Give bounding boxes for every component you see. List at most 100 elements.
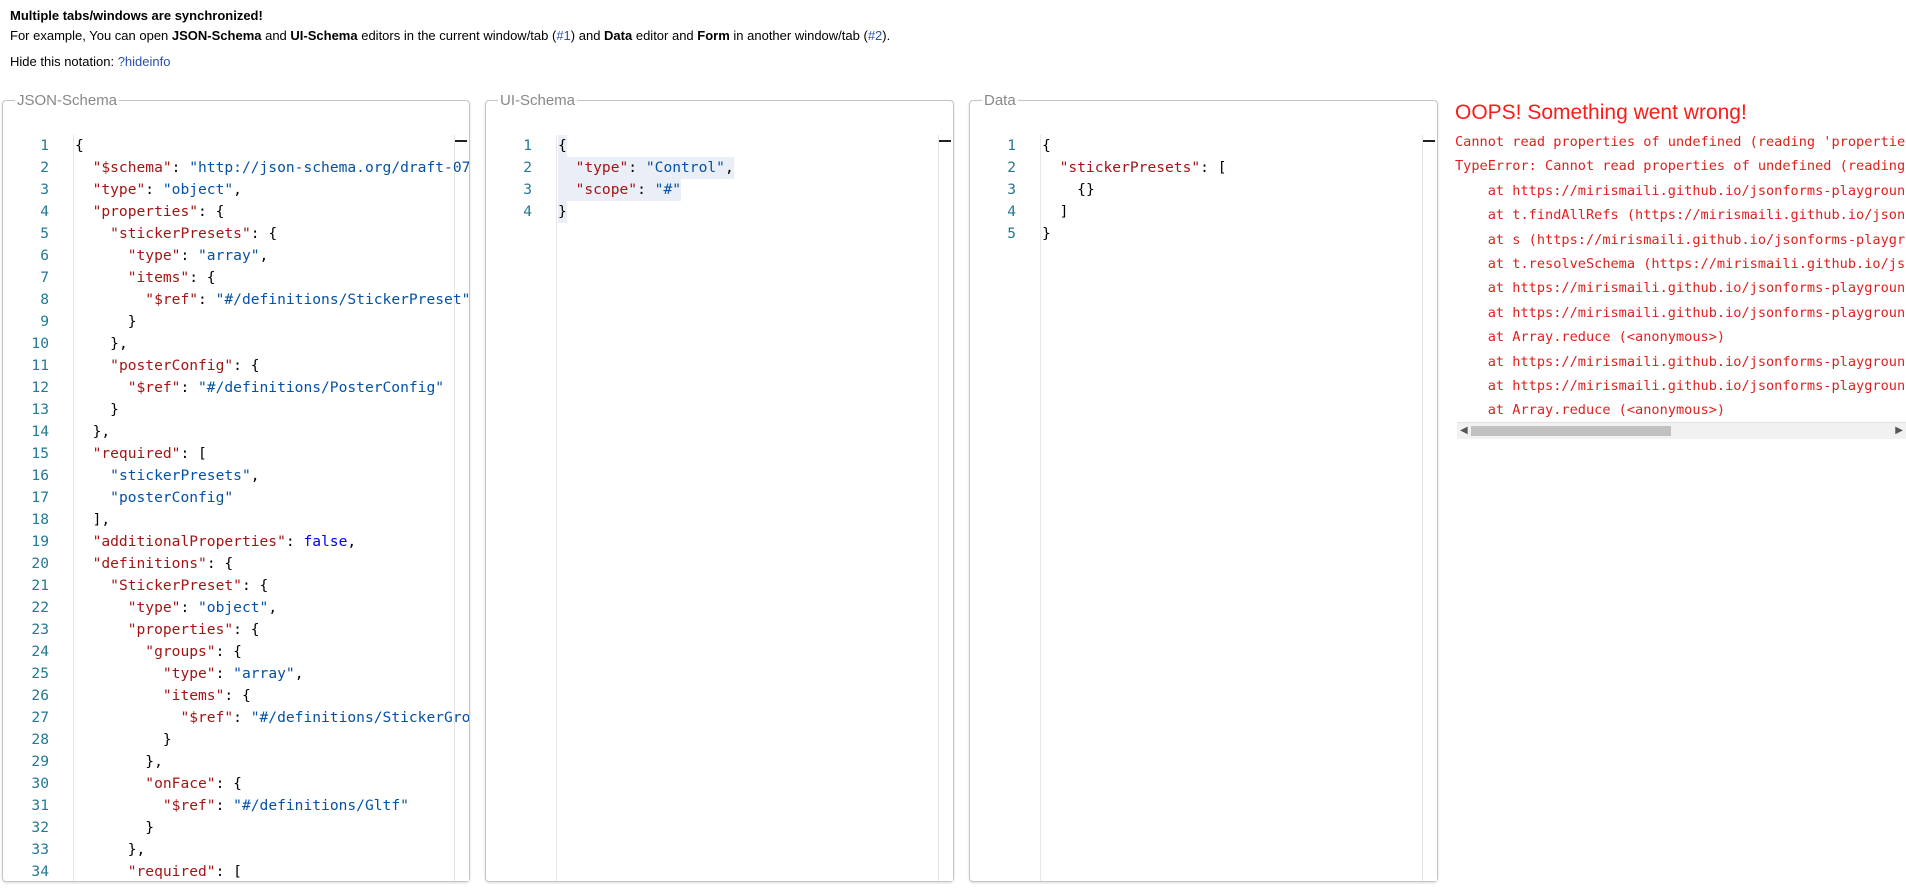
code-text: "additionalProperties": false,: [92, 533, 357, 550]
code-text: ],: [92, 511, 111, 528]
code-text: "items": {: [162, 687, 251, 704]
code-text: "$ref": "#/definitions/StickerPreset": [145, 291, 469, 308]
code-line: 4}: [486, 201, 939, 223]
ui-schema-legend: UI-Schema: [500, 92, 576, 109]
code-line: 33 },: [3, 839, 455, 861]
code-line: 10 },: [3, 333, 455, 355]
code-line: 1{: [970, 135, 1423, 157]
code-line: 17 "posterConfig": [3, 487, 455, 509]
code-text: "stickerPresets": [: [1059, 159, 1227, 176]
code-line: 11 "posterConfig": {: [3, 355, 455, 377]
line-number: 8: [40, 291, 49, 308]
line-number: 12: [31, 379, 49, 396]
ui-schema-editor[interactable]: 1{2 "type": "Control",3 "scope": "#"4}: [486, 135, 953, 881]
error-horizontal-scrollbar[interactable]: ◀ ▶: [1457, 422, 1906, 439]
code-line: 2 "type": "Control",: [486, 157, 939, 179]
code-line: 30 "onFace": {: [3, 773, 455, 795]
gutter-divider: [73, 135, 74, 881]
code-text: ]: [1059, 203, 1069, 220]
code-line: 20 "definitions": {: [3, 553, 455, 575]
code-text: "type": "Control",: [558, 157, 734, 179]
line-number: 7: [40, 269, 49, 286]
cursor-mark: [1423, 140, 1435, 142]
code-line: 16 "stickerPresets",: [3, 465, 455, 487]
code-text: {: [1042, 137, 1051, 154]
line-number: 6: [40, 247, 49, 264]
code-text: "definitions": {: [92, 555, 234, 572]
line-number: 34: [31, 863, 49, 880]
code-text: "properties": {: [92, 203, 225, 220]
code-line: 4 "properties": {: [3, 201, 455, 223]
cursor-mark: [939, 140, 951, 142]
info-example: For example, You can open JSON-Schema an…: [10, 28, 891, 43]
json-schema-editor[interactable]: 1{2 "$schema": "http://json-schema.org/d…: [3, 135, 469, 881]
line-number: 1: [1007, 137, 1016, 154]
line-number: 4: [40, 203, 49, 220]
code-text: },: [127, 841, 146, 858]
code-line: 12 "$ref": "#/definitions/PosterConfig": [3, 377, 455, 399]
line-number: 21: [31, 577, 49, 594]
line-number: 15: [31, 445, 49, 462]
code-line: 6 "type": "array",: [3, 245, 455, 267]
line-number: 3: [40, 181, 49, 198]
data-panel: Data 1{2 "stickerPresets": [3 {}4 ]5}: [969, 92, 1438, 882]
tab-link-2[interactable]: #2: [867, 28, 883, 43]
tab-link-1[interactable]: #1: [556, 28, 571, 43]
line-number: 16: [31, 467, 49, 484]
line-number: 5: [1007, 225, 1016, 242]
code-text: },: [110, 335, 128, 352]
code-text: "$ref": "#/definitions/PosterConfig": [127, 379, 445, 396]
code-line: 3 "type": "object",: [3, 179, 455, 201]
code-text: "$ref": "#/definitions/Gltf": [162, 797, 409, 814]
scroll-thumb[interactable]: [1471, 426, 1671, 436]
line-number: 11: [31, 357, 49, 374]
line-number: 10: [31, 335, 49, 352]
hide-info-row: Hide this notation: ?hideinfo: [10, 54, 171, 69]
line-number: 2: [1007, 159, 1016, 176]
info-title: Multiple tabs/windows are synchronized!: [10, 8, 263, 23]
code-line: 22 "type": "object",: [3, 597, 455, 619]
code-text: }: [145, 819, 155, 836]
code-text: "type": "array",: [127, 247, 269, 264]
editor-scrollbar[interactable]: [1422, 135, 1437, 881]
line-number: 22: [31, 599, 49, 616]
cursor-mark: [455, 140, 467, 142]
code-text: "posterConfig": {: [110, 357, 260, 374]
gutter-divider: [1040, 135, 1041, 881]
code-line: 15 "required": [: [3, 443, 455, 465]
code-text: "type": "array",: [162, 665, 304, 682]
code-line: 24 "groups": {: [3, 641, 455, 663]
code-text: }: [127, 313, 137, 330]
code-text: }: [162, 731, 172, 748]
line-number: 20: [31, 555, 49, 572]
code-line: 8 "$ref": "#/definitions/StickerPreset": [3, 289, 469, 311]
scroll-right-icon[interactable]: ▶: [1895, 425, 1903, 436]
editor-scrollbar[interactable]: [938, 135, 953, 881]
line-number: 3: [523, 181, 532, 198]
code-line: 26 "items": {: [3, 685, 455, 707]
editor-scrollbar[interactable]: [454, 135, 469, 881]
code-line: 28 }: [3, 729, 455, 751]
code-line: 19 "additionalProperties": false,: [3, 531, 455, 553]
hide-info-link[interactable]: ?hideinfo: [117, 54, 171, 69]
line-number: 31: [31, 797, 49, 814]
line-number: 14: [31, 423, 49, 440]
json-schema-legend: JSON-Schema: [17, 92, 118, 109]
code-text: "groups": {: [145, 643, 242, 660]
line-number: 5: [40, 225, 49, 242]
code-text: "type": "object",: [92, 181, 242, 198]
code-line: 3 "scope": "#": [486, 179, 939, 201]
code-line: 7 "items": {: [3, 267, 455, 289]
data-legend: Data: [984, 92, 1016, 109]
code-line: 18 ],: [3, 509, 455, 531]
data-editor[interactable]: 1{2 "stickerPresets": [3 {}4 ]5}: [970, 135, 1437, 881]
code-line: 25 "type": "array",: [3, 663, 455, 685]
scroll-left-icon[interactable]: ◀: [1460, 425, 1468, 436]
info-notice: Multiple tabs/windows are synchronized! …: [10, 6, 890, 72]
code-line: 21 "StickerPreset": {: [3, 575, 455, 597]
code-text: "type": "object",: [127, 599, 278, 616]
code-text: }: [110, 401, 119, 418]
line-number: 4: [523, 203, 532, 220]
code-line: 4 ]: [970, 201, 1423, 223]
code-text: "stickerPresets": {: [110, 225, 278, 242]
